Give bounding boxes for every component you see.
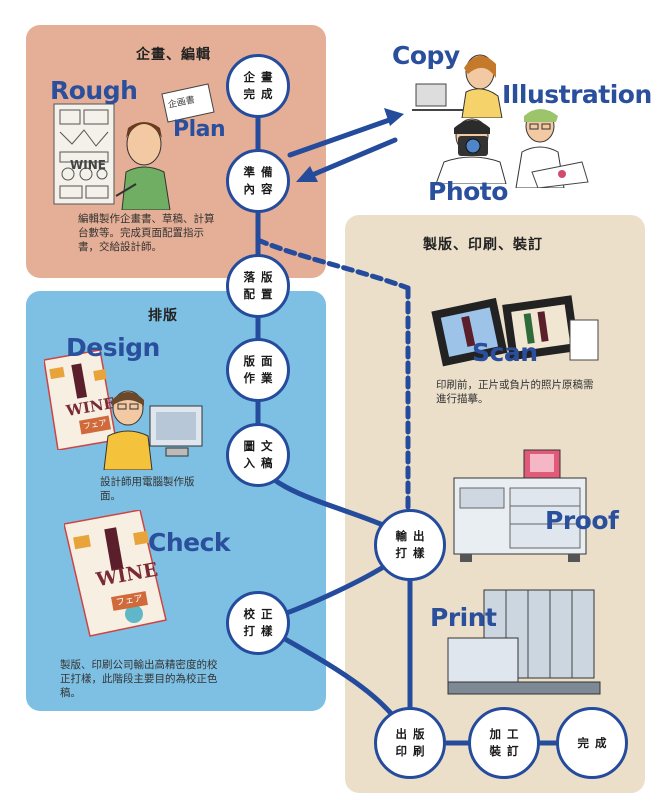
label-plan: Plan	[173, 117, 226, 142]
label-copy: Copy	[392, 41, 460, 70]
scan-description: 印刷前，正片或負片的照片原稿需進行描摹。	[436, 379, 594, 405]
printing-press-illustration	[447, 589, 601, 695]
plan-edit-description: 編輯製作企畫書、草稿、計算台數等。完成頁面配置指示書，交給設計師。	[78, 213, 215, 253]
panel-title-plan-edit: 企畫、編輯	[136, 47, 211, 63]
check-description: 製版、印刷公司輸出高精密度的校正打樣，此階段主要目的為校正色稿。	[60, 659, 218, 699]
rough-wine-sketch-text: WINE	[70, 158, 106, 172]
node-print-run: 出版印刷	[374, 707, 446, 779]
node-prepare: 準備內容	[226, 149, 290, 213]
node-image-text: 圖文入稿	[226, 423, 290, 487]
design-description: 設計師用電腦製作版面。	[100, 476, 195, 502]
film-strips-illustration	[431, 295, 599, 367]
copywriter-illustration	[412, 54, 503, 118]
designer-at-computer-illustration	[103, 390, 203, 470]
photographer-illustration	[435, 118, 507, 184]
illustrator-illustration	[515, 109, 589, 188]
memo-paper-illustration	[161, 83, 215, 123]
panel-title-layout: 排版	[148, 308, 178, 324]
node-proofing: 校正打樣	[226, 591, 290, 655]
label-print: Print	[430, 603, 497, 632]
label-illustration: Illustration	[502, 80, 652, 109]
label-rough: Rough	[50, 76, 138, 105]
proof-printer-illustration	[453, 449, 587, 562]
node-binding: 加工裝訂	[468, 707, 540, 779]
node-placement: 落版配置	[226, 254, 290, 318]
label-design: Design	[66, 333, 160, 362]
label-proof: Proof	[545, 506, 619, 535]
panel-title-print: 製版、印刷、裝訂	[423, 237, 543, 253]
label-check: Check	[148, 528, 231, 557]
node-output-proof: 輸出打樣	[374, 509, 446, 581]
node-page-work: 版面作業	[226, 338, 290, 402]
label-scan: Scan	[472, 338, 538, 367]
node-plan-done: 企畫完成	[226, 54, 290, 118]
node-done: 完成	[556, 707, 628, 779]
rough-sketch-illustration	[53, 103, 171, 210]
label-photo: Photo	[428, 177, 508, 206]
